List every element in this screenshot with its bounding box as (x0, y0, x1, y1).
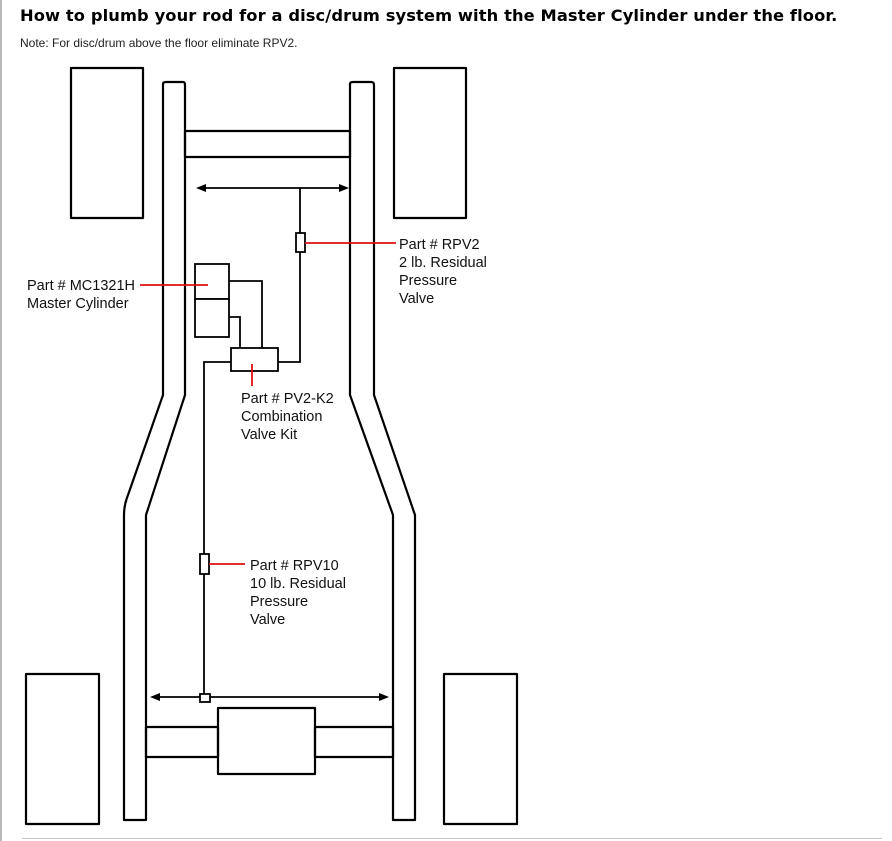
rpv10-label: Part # RPV10 10 lb. Residual Pressure Va… (250, 558, 350, 628)
rpv10-label-line: Pressure (250, 594, 308, 610)
rpv2-label-line: Part # RPV2 (399, 237, 480, 253)
mc-line-lower (229, 316, 241, 348)
page-left-border (0, 0, 2, 841)
combination-valve (230, 347, 279, 372)
front-feed-line (278, 188, 301, 363)
mc1321h-label-line: Part # MC1321H (27, 278, 135, 294)
front-crossmember (183, 129, 352, 159)
rpv10-label-line: Valve (250, 612, 285, 628)
pv2k2-label-line: Part # PV2-K2 (241, 391, 334, 407)
rpv2-label-line: 2 lb. Residual (399, 255, 487, 271)
rear-line-right-arrow (379, 693, 389, 701)
differential-housing (216, 706, 317, 776)
rear-left-tire (24, 672, 101, 826)
rear-right-tire (442, 672, 519, 826)
front-right-tire (392, 66, 468, 220)
rear-feed-line (203, 361, 231, 697)
right-frame-rail (348, 80, 417, 822)
pv2k2-label-line: Valve Kit (241, 427, 297, 443)
front-left-tire (69, 66, 145, 220)
mc1321h-label: Part # MC1321H Master Cylinder (27, 278, 139, 312)
page-note: Note: For disc/drum above the floor elim… (20, 36, 298, 50)
page-title: How to plumb your rod for a disc/drum sy… (20, 6, 838, 25)
mc1321h-label-line: Master Cylinder (27, 296, 129, 312)
rpv10-label-line: 10 lb. Residual (250, 576, 346, 592)
rear-line-left-arrow (150, 693, 160, 701)
rpv2-label-line: Pressure (399, 273, 457, 289)
rpv2-valve (295, 232, 306, 253)
rear-axle-left (144, 725, 220, 759)
rear-axle-right (313, 725, 395, 759)
master-cylinder-upper-reservoir (194, 263, 230, 300)
rpv10-label-line: Part # RPV10 (250, 558, 339, 574)
mc-line-upper (229, 280, 263, 348)
rpv2-label-line: Valve (399, 291, 434, 307)
front-line-right-arrow (339, 184, 349, 192)
front-line-left-arrow (196, 184, 206, 192)
bottom-divider (22, 838, 882, 839)
rpv10-valve (199, 553, 210, 575)
pv2k2-label-line: Combination (241, 409, 322, 425)
master-cylinder-lower-reservoir (194, 298, 230, 338)
pv2k2-label: Part # PV2-K2 Combination Valve Kit (241, 391, 338, 443)
rpv2-label: Part # RPV2 2 lb. Residual Pressure Valv… (399, 237, 491, 307)
rear-tee-fitting (199, 693, 211, 703)
left-frame-rail (122, 80, 187, 822)
